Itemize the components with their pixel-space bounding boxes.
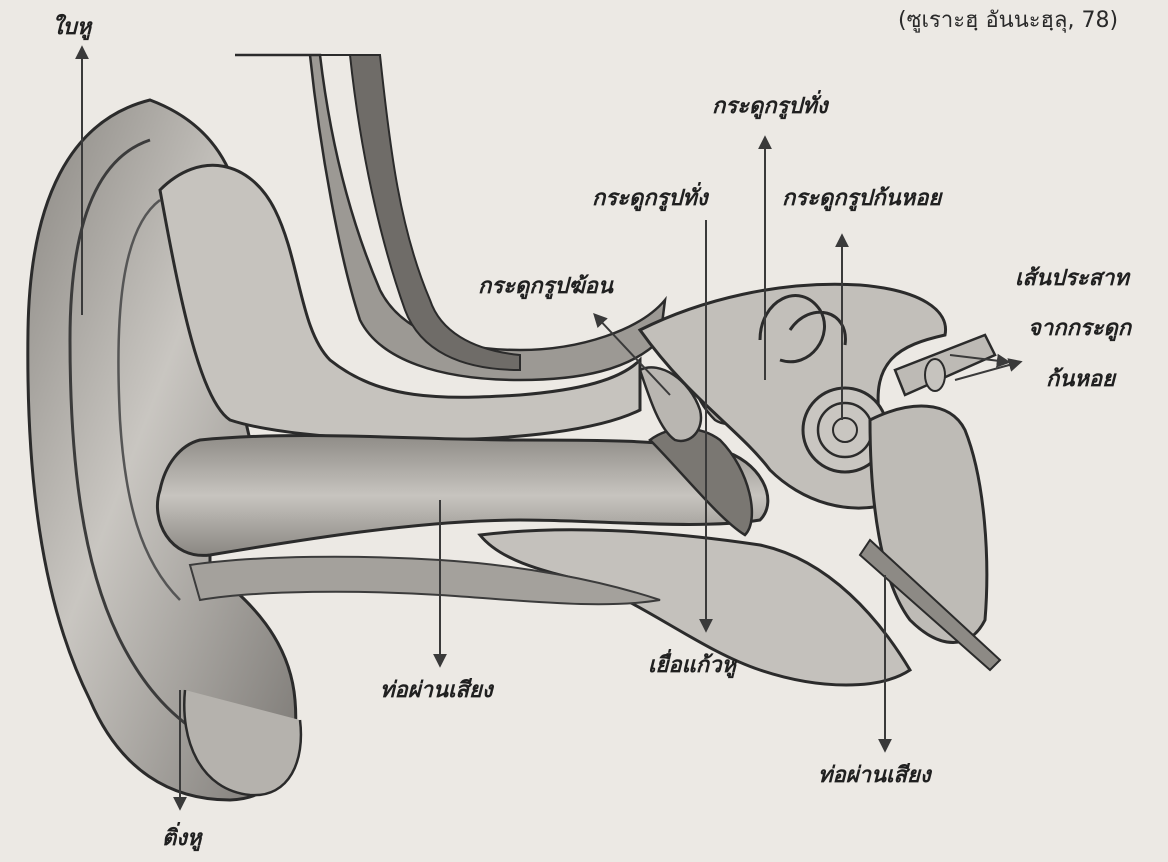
label-incus: กระดูกรูปทั่ง — [592, 188, 708, 210]
label-earlobe: ติ่งหู — [162, 828, 202, 850]
label-nerve-line1: เส้นประสาท — [1015, 268, 1129, 290]
label-nerve-line3: ก้นหอย — [1046, 369, 1115, 391]
label-malleus: กระดูกรูปฆ้อน — [478, 276, 613, 298]
label-stapes: กระดูกรูปทั่ง — [712, 96, 828, 118]
label-eardrum: เยื่อแก้วหู — [648, 655, 736, 677]
label-ear-canal-center: ท่อผ่านเสียง — [380, 680, 493, 702]
source-note: (ซูเราะฮฺ อันนะฮฺลุ, 78) — [898, 10, 1118, 32]
nerve-end — [925, 359, 945, 391]
label-nerve-line2: จากกระดูก — [1028, 318, 1131, 340]
label-ear-canal-right: ท่อผ่านเสียง — [818, 765, 931, 787]
label-pinna: ใบหู — [52, 17, 91, 39]
label-cochlea: กระดูกรูปก้นหอย — [782, 188, 941, 210]
